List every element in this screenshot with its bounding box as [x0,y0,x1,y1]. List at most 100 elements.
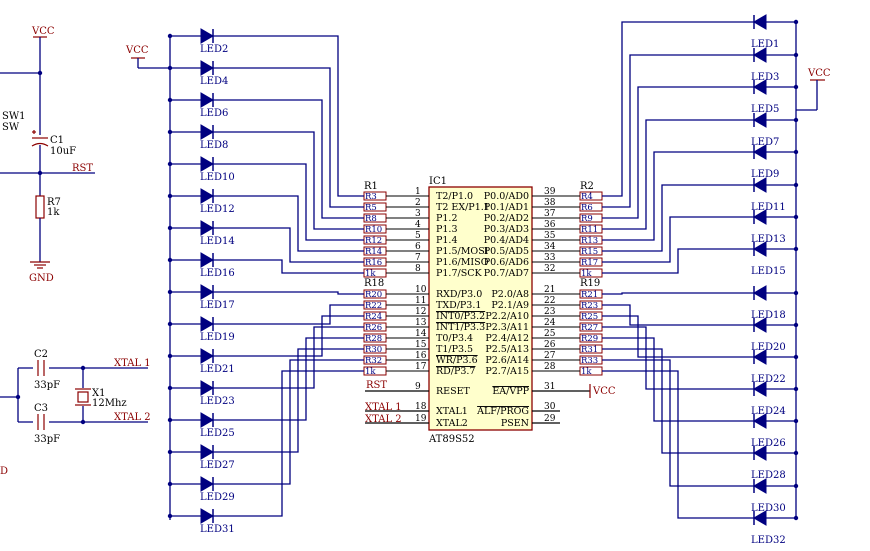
xtal2-net-label: XTAL 2 [114,412,151,423]
ic-pin-name-left: WR/P3.6 [436,355,478,366]
junction-x1-top [80,365,86,371]
ic-pin-num-left: 19 [415,414,427,424]
led-left-label: LED14 [200,236,235,247]
led-right-junction [793,354,799,360]
ic-pin-name-left: P1.4 [436,235,458,246]
led-right-junction [793,322,799,328]
r7-resistor [35,195,45,219]
ic-pin-num-left: 8 [415,264,421,274]
x1-crystal-symbol [75,388,91,406]
rnet-resistor-label: R6 [581,203,593,213]
ic1-body [428,186,533,431]
ic-pin-name-right: P0.4/AD4 [484,235,529,246]
ic-pin-name-right: P2.4/A12 [485,333,529,344]
led-left-label: LED25 [200,428,235,439]
c1-value: 10uF [50,146,76,157]
ic-pin-num-left: 2 [415,198,421,208]
ic-pin-num-right: 27 [544,351,556,361]
ic-pin-name-left: XTAL2 [436,418,468,429]
led-left-label: LED16 [200,268,235,279]
led-left-triangle [200,316,214,332]
led-right-route [602,370,754,519]
vcc-label-left-bank: VCC [125,45,149,56]
vcc-label-right-bank: VCC [807,68,831,79]
ic-pin-name-left: P1.6/MISO [436,257,489,268]
c1-capacitor-symbol [31,130,49,147]
led-left-junction [167,225,173,231]
ic-pin-name-left: RXD/P3.0 [436,289,482,300]
rnet-resistor-label: R14 [365,247,382,257]
sw1-type: SW [2,122,20,133]
ic-pin-num-left: 4 [415,220,421,230]
led-right-route [602,348,754,454]
rnet-resistor-label: 1k [581,367,592,377]
r7-ref: R7 [47,197,61,208]
rnet-resistor-label: R32 [365,356,382,366]
r2-ref: R2 [580,181,594,192]
ic-pin-name-right: P0.6/AD6 [484,257,529,268]
ic-pin-num-right: 38 [544,198,556,208]
ic-pin-num-left: 14 [415,329,427,339]
led-left-route [213,67,364,208]
ic-pin-num-right: 30 [544,402,556,412]
rnet-resistor-label: R30 [365,345,382,355]
rnet-resistor-label: R4 [581,192,593,202]
ic-pin-name-left: XTAL1 [436,406,468,417]
ic-pin-num-right: 21 [544,285,555,295]
led-right-label: LED7 [751,137,779,148]
rnet-resistor-label: R10 [365,225,382,235]
ic-pin-num-left: 16 [415,351,427,361]
led-left-junction [167,97,173,103]
led-left-triangle [200,252,214,268]
rnet-resistor-label: R27 [581,323,598,333]
junction-sw [37,70,43,76]
led-left-label: LED21 [200,364,235,375]
ic-pin-name-right: P2.0/A8 [491,289,529,300]
led-left-triangle [200,444,214,460]
led-left-route [213,195,364,252]
led-left-route [213,99,364,219]
ic-pin-num-left: 5 [415,231,421,241]
ic-pin-num-right: 22 [544,296,555,306]
c2-capacitor-symbol [33,358,49,378]
rnet-resistor-label: 1k [365,269,376,279]
rnet-resistor-label: R21 [581,290,598,300]
led-left-junction [167,513,173,519]
led-right-route [602,216,754,263]
c1-ref: C1 [50,135,64,146]
c3-capacitor-symbol [33,412,49,432]
led-left-label: LED29 [200,492,235,503]
led-left-route [213,359,364,485]
ic-pin-name-left: P1.7/SCK [436,268,482,279]
ic-pin-num-right: 39 [544,187,556,197]
r19-ref: R19 [580,278,600,289]
rst-net-label: RST [72,163,93,174]
led-right-triangle [753,478,767,494]
led-left-label: LED12 [200,204,235,215]
led-left-label: LED2 [200,44,228,55]
led-right-triangle [753,285,767,301]
junction-rst [37,170,43,176]
led-left-triangle [200,60,214,76]
rnet-resistor-label: R24 [365,312,382,322]
led-right-label: LED22 [751,374,786,385]
gnd-label: GND [29,273,54,284]
ic-pin-num-left: 6 [415,242,421,252]
ic-pin-num-right: 29 [544,414,556,424]
led-right-label: LED24 [751,406,786,417]
ic-pin-num-left: 15 [415,340,427,350]
ic-pin-name-right: EA/VPP [492,386,529,397]
ic-pin-name-right: P2.5/A13 [485,344,529,355]
rnet-resistor-label: R17 [581,258,598,268]
led-left-label: LED19 [200,332,235,343]
led-right-junction [793,149,799,155]
led-left-junction [167,161,173,167]
led-right-label: LED3 [751,72,779,83]
ic-pin-name-left: INT1/P3.3 [436,322,485,333]
ic-pin-num-right: 25 [544,329,556,339]
rnet-resistor-label: R9 [581,214,593,224]
r18-ref: R18 [364,278,384,289]
rnet-resistor-label: 1k [581,269,592,279]
led-left-label: LED27 [200,460,235,471]
led-left-route [213,370,364,517]
